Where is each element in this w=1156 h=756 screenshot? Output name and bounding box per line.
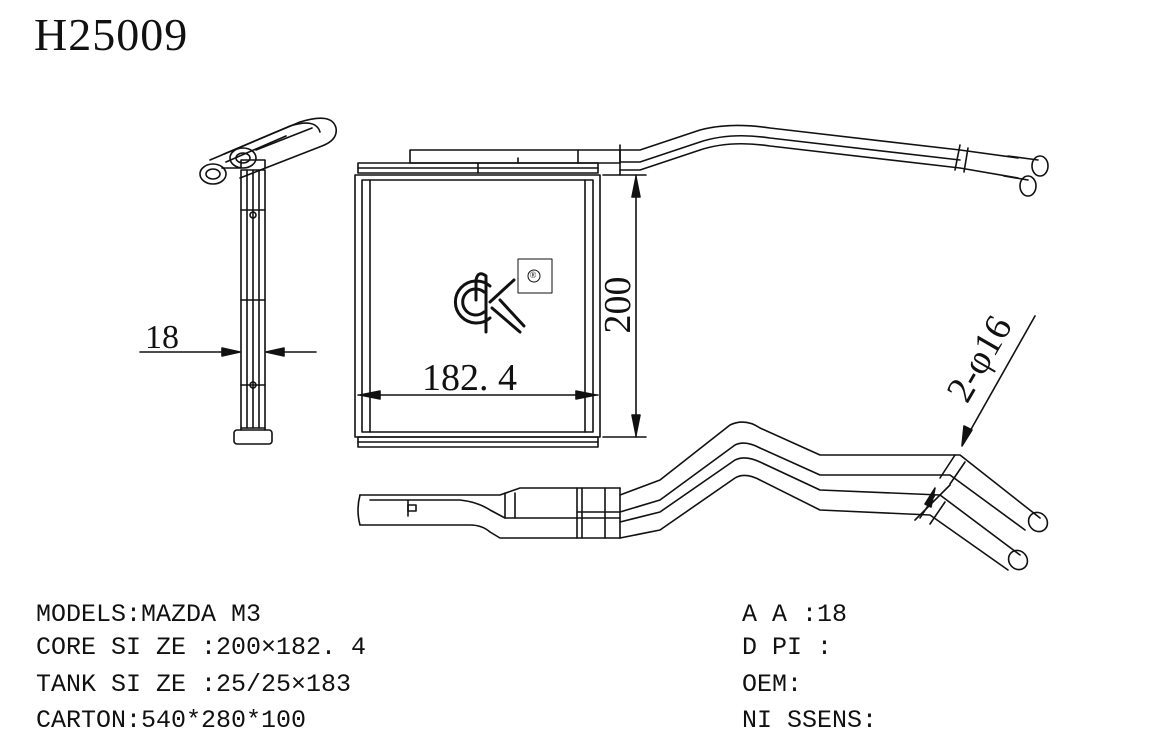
spec-label: A A : — [742, 600, 818, 629]
ck-logo-icon — [453, 272, 526, 334]
spec-label: CARTON: — [36, 706, 142, 735]
spec-models: MODELS:MAZDA M3 — [36, 602, 261, 627]
spec-label: CORE SI ZE : — [36, 633, 217, 662]
spec-aa: A A :18 — [742, 602, 847, 627]
spec-carton: CARTON:540*280*100 — [36, 708, 306, 733]
pipe-diameter-label: 2-φ16 — [939, 309, 1021, 409]
spec-oem: OEM: — [742, 672, 802, 697]
front-view — [354, 124, 1049, 448]
spec-value: MAZDA M3 — [141, 600, 262, 629]
spec-value: 540*280*100 — [141, 706, 307, 735]
spec-label: D PI : — [742, 633, 833, 662]
spec-label: NI SSENS: — [742, 706, 878, 735]
spec-value: 18 — [817, 600, 848, 629]
thickness-dimension-label: 18 — [145, 319, 179, 356]
registered-mark-icon — [527, 269, 541, 283]
spec-value: 200×182. 4 — [216, 633, 367, 662]
heater-core-drawing: 18 — [139, 117, 1049, 571]
width-dimension-label: 182. 4 — [422, 357, 517, 399]
top-view — [357, 315, 1049, 571]
height-dimension-label: 200 — [597, 277, 639, 334]
spec-tank-size: TANK SI ZE :25/25×183 — [36, 672, 351, 697]
side-view — [139, 117, 338, 445]
spec-dpi: D PI : — [742, 635, 832, 660]
spec-label: TANK SI ZE : — [36, 670, 217, 699]
part-number-title: H25009 — [34, 9, 189, 60]
spec-label: MODELS: — [36, 600, 142, 629]
spec-nissens: NI SSENS: — [742, 708, 877, 733]
spec-core-size: CORE SI ZE :200×182. 4 — [36, 635, 366, 660]
spec-value: 25/25×183 — [216, 670, 352, 699]
svg-text:®: ® — [530, 270, 537, 280]
spec-label: OEM: — [742, 670, 803, 699]
